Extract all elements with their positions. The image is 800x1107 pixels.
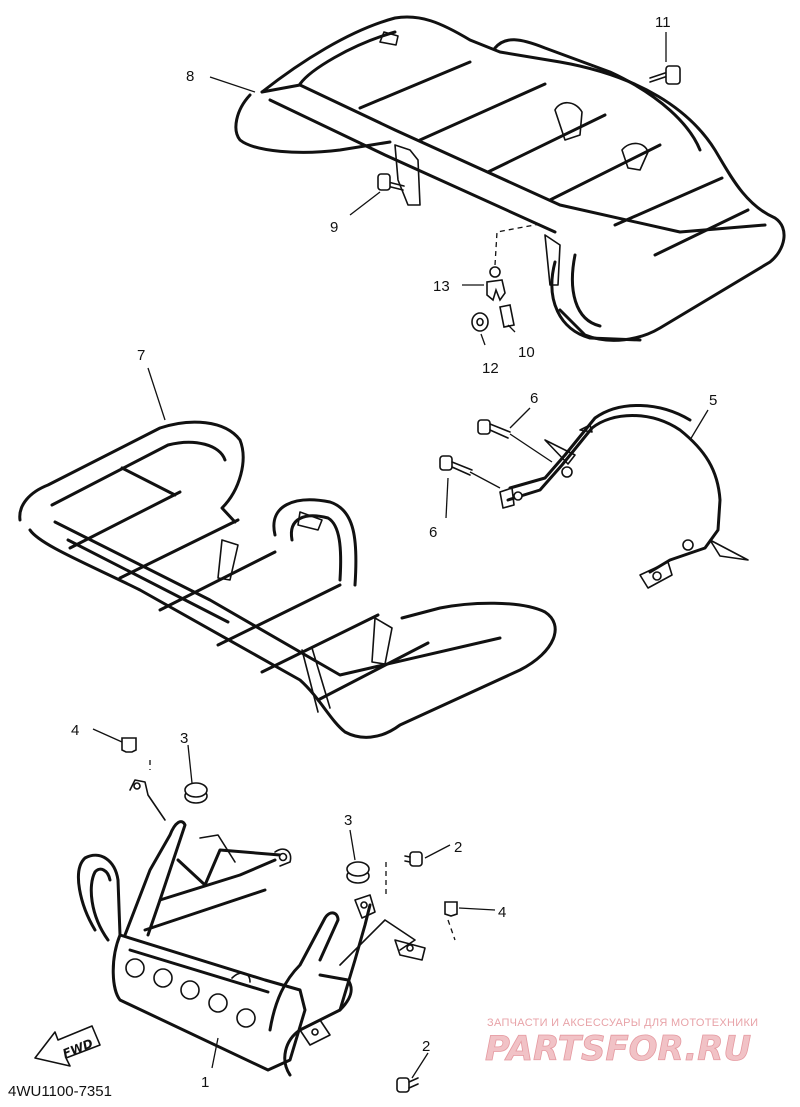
watermark-logo: PARTSFOR.RU xyxy=(485,1029,751,1069)
callout-1: 1 xyxy=(201,1074,209,1091)
callout-5: 5 xyxy=(709,392,717,409)
callout-6-bottom: 6 xyxy=(429,524,437,541)
callout-2-top: 2 xyxy=(454,839,462,856)
callout-8: 8 xyxy=(186,68,194,85)
callout-4-left: 4 xyxy=(71,722,79,739)
callout-3-top: 3 xyxy=(180,730,188,747)
callout-2-bottom: 2 xyxy=(422,1038,430,1055)
callout-9: 9 xyxy=(330,219,338,236)
watermark-tagline: ЗАПЧАСТИ И АКСЕССУАРЫ ДЛЯ МОТОТЕХНИКИ xyxy=(487,1017,758,1029)
callout-11: 11 xyxy=(655,14,671,31)
front-carrier-drawing xyxy=(18,420,557,739)
callout-7: 7 xyxy=(137,347,145,364)
callout-4-right: 4 xyxy=(498,904,506,921)
callout-3-right: 3 xyxy=(344,812,352,829)
callout-12: 12 xyxy=(482,360,499,377)
callout-13: 13 xyxy=(433,278,450,295)
callout-numbers: 8 11 9 13 10 12 7 5 6 6 4 3 3 2 4 1 2 xyxy=(71,14,717,1091)
rear-carrier-drawing xyxy=(234,15,786,342)
watermark: ЗАПЧАСТИ И АКСЕССУАРЫ ДЛЯ МОТОТЕХНИКИ PA… xyxy=(485,1017,758,1069)
leader-lines xyxy=(92,32,709,1079)
diagram-part-code: 4WU1100-7351 xyxy=(8,1083,112,1100)
side-guard-drawing xyxy=(439,403,749,589)
forward-direction-arrow: FWD xyxy=(34,1025,101,1067)
callout-10: 10 xyxy=(518,344,535,361)
forward-label: FWD xyxy=(61,1036,95,1061)
callout-6-top: 6 xyxy=(530,390,538,407)
front-bumper-drawing xyxy=(77,737,458,1093)
